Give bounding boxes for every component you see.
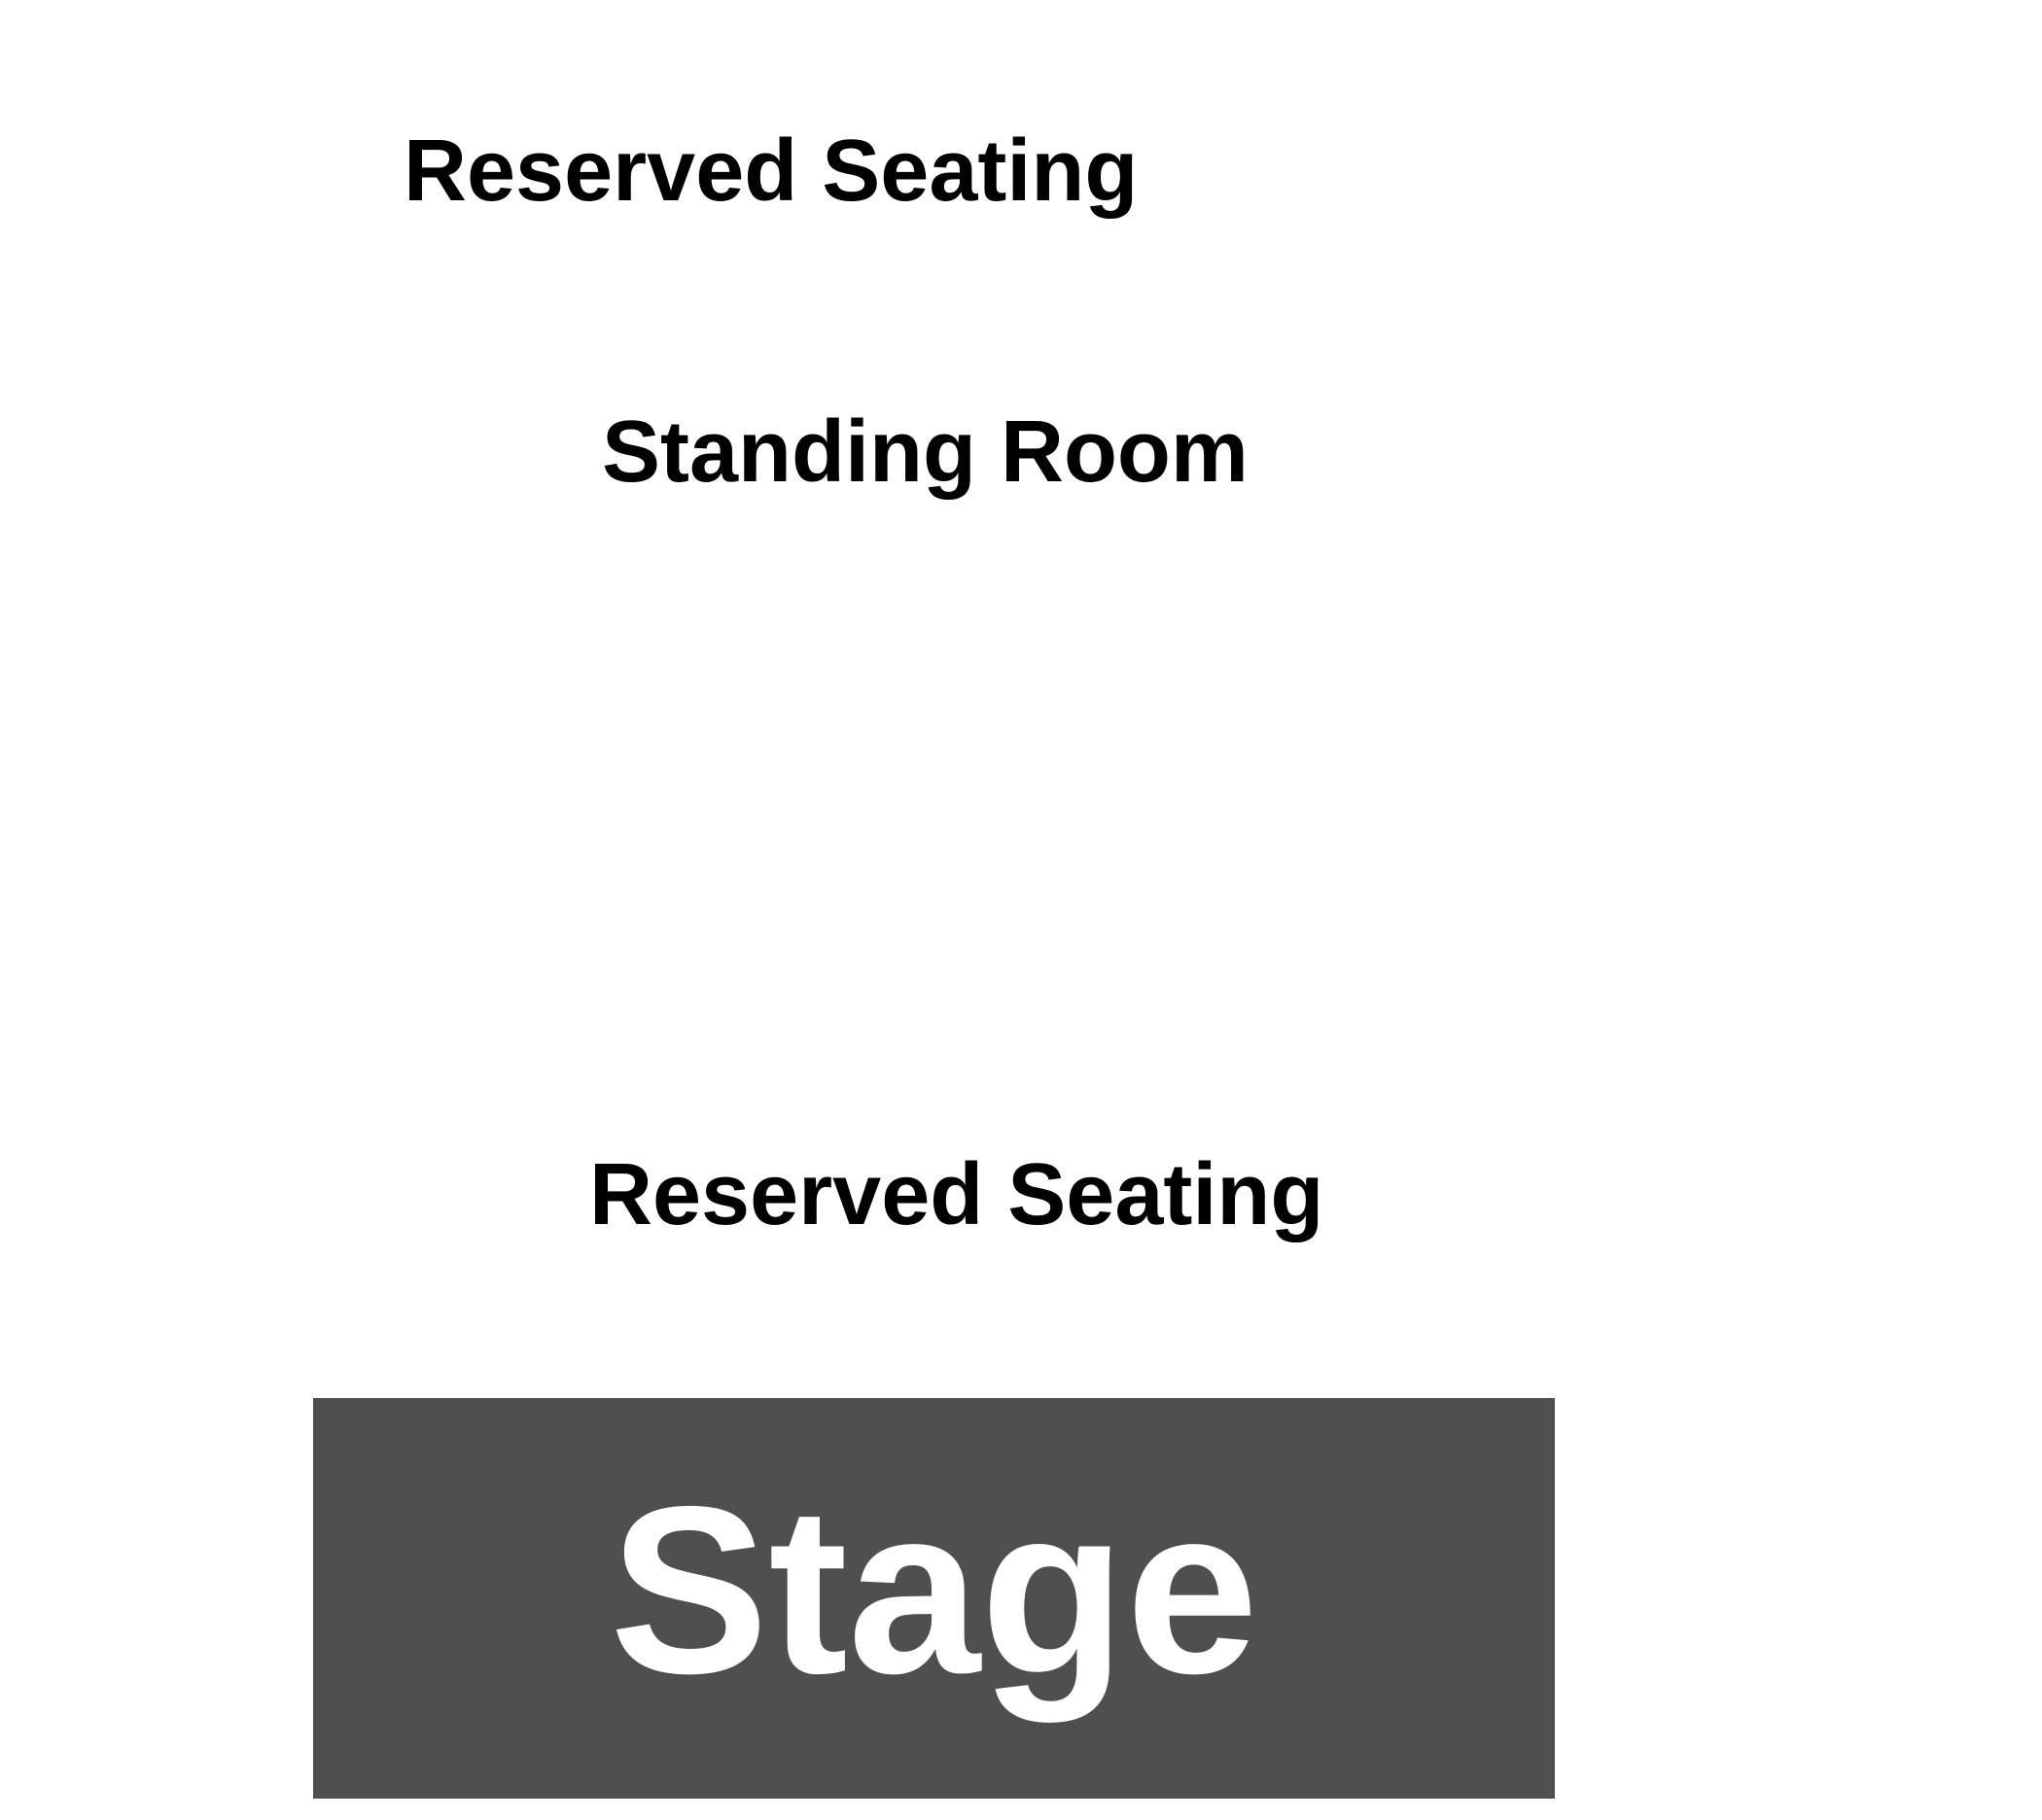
reserved-seating-top-label: Reserved Seating [404,122,1139,220]
stage-label: Stage [609,1455,1259,1723]
stage-area: Stage [313,1398,1555,1799]
standing-room-label: Standing Room [602,403,1249,501]
reserved-seating-bottom-label: Reserved Seating [589,1146,1324,1243]
